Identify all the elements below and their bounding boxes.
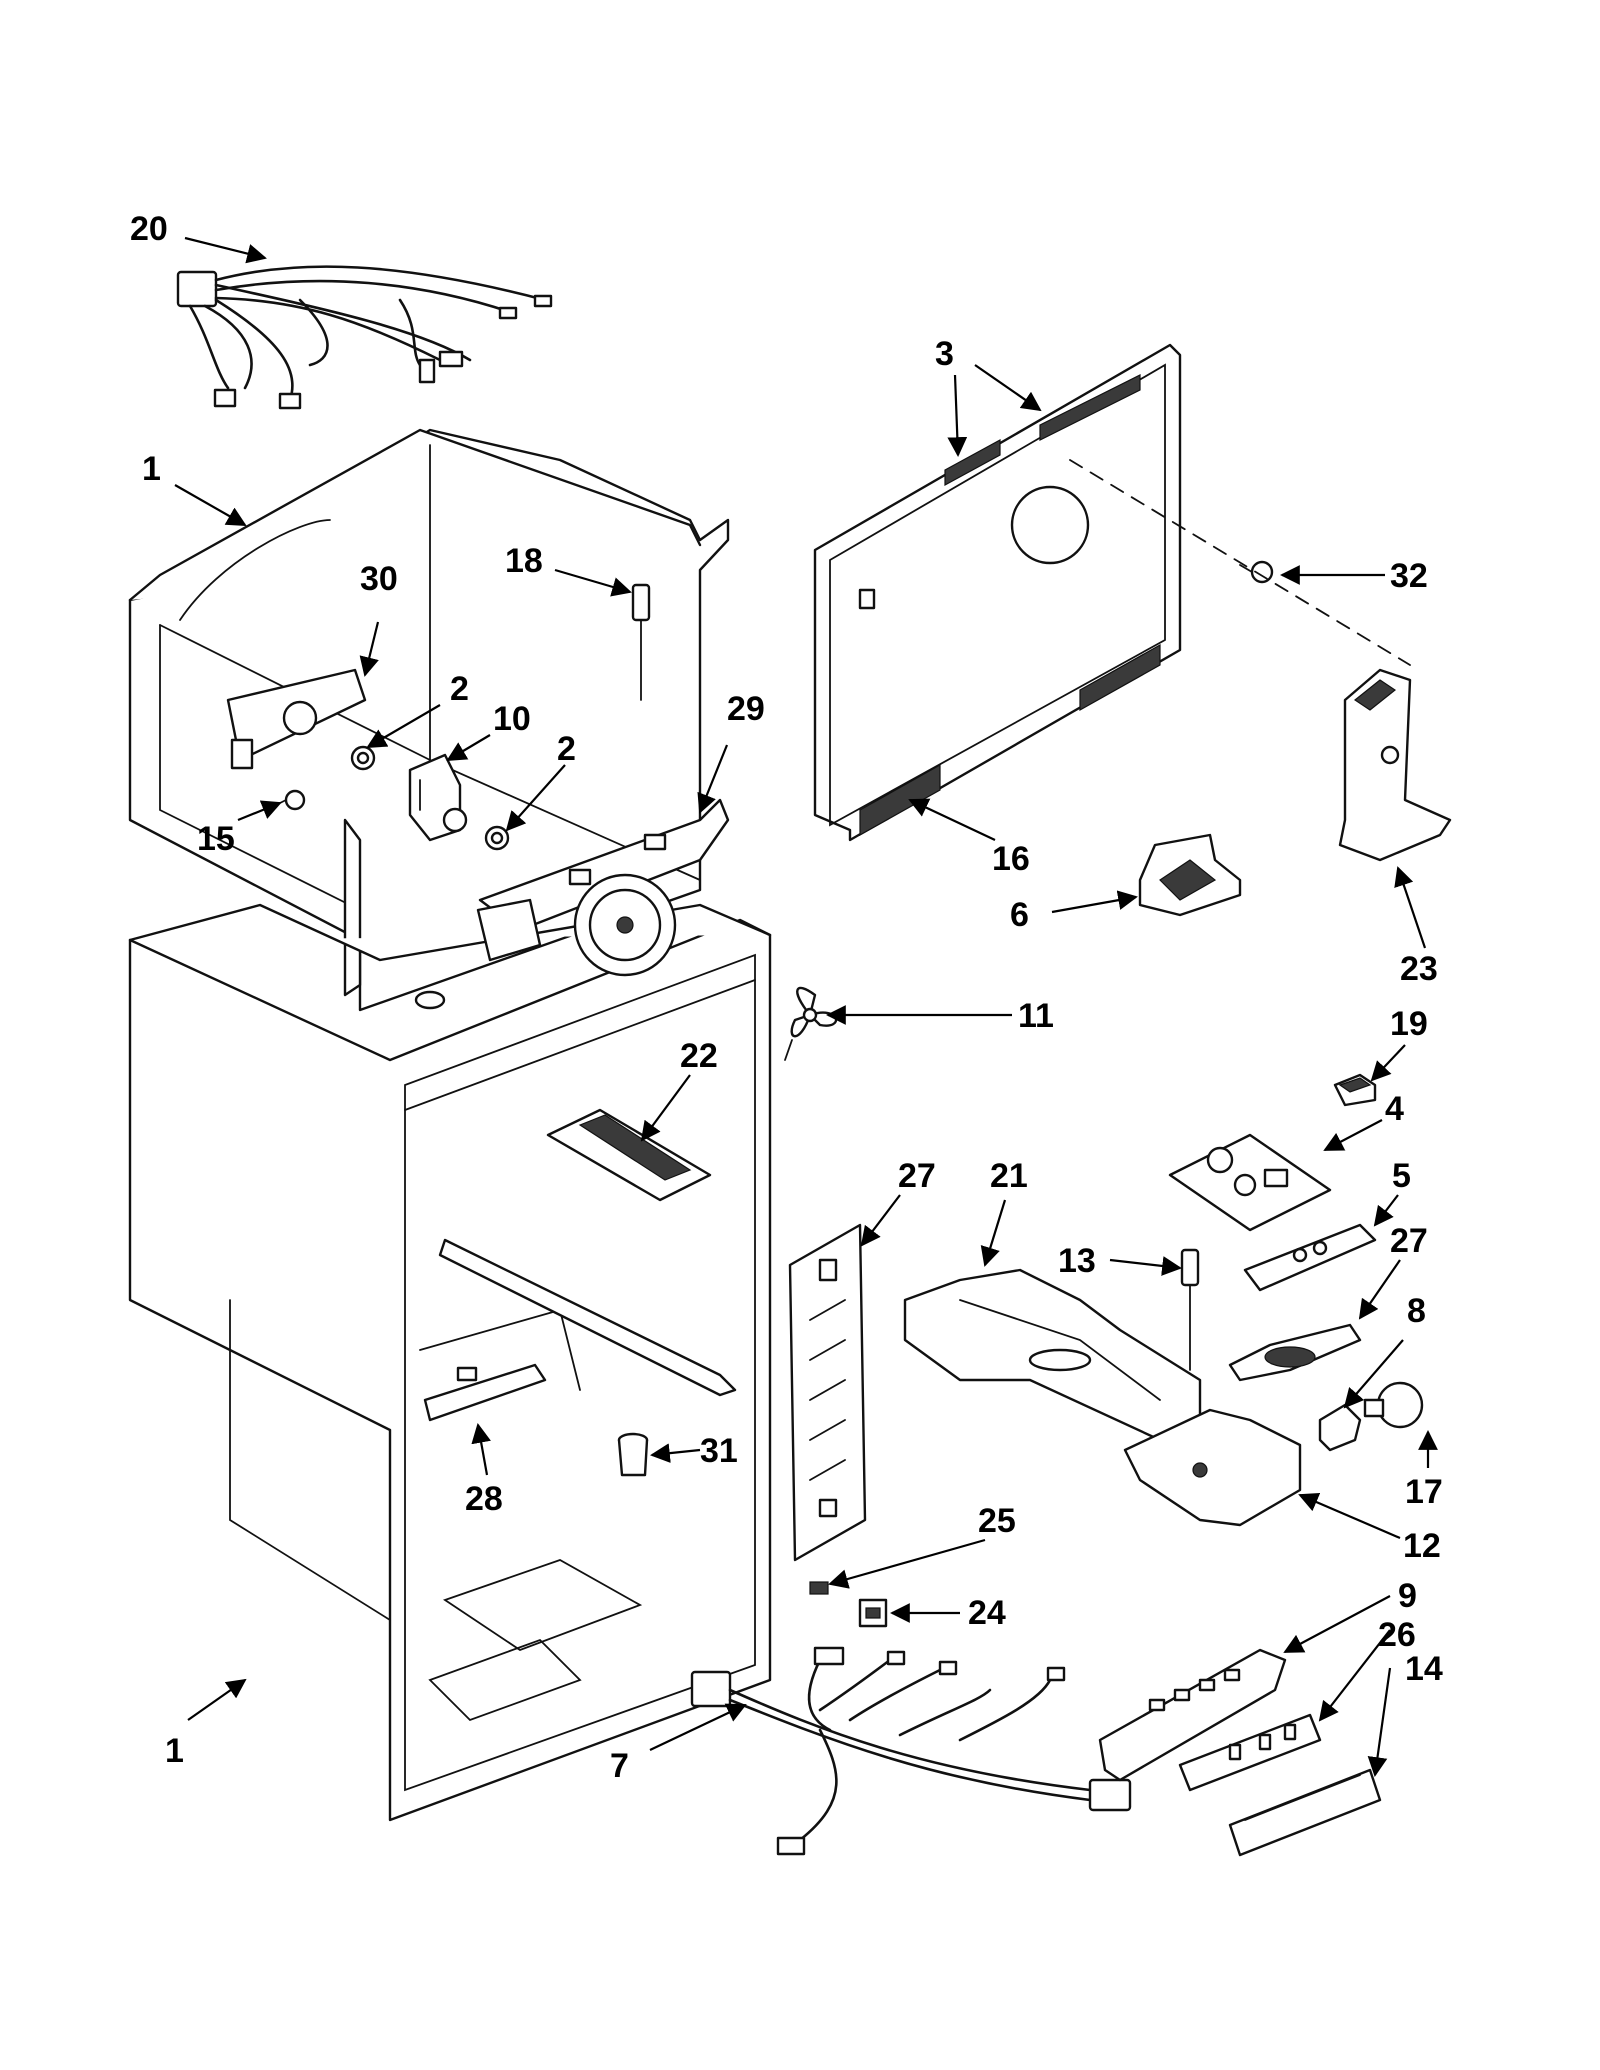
callout-19: 19 xyxy=(1390,1005,1428,1043)
wiring-harness-7 xyxy=(690,1646,1132,1856)
callout-24: 24 xyxy=(968,1594,1006,1632)
evaporator-cover-16 xyxy=(813,343,1182,842)
callout-10: 10 xyxy=(493,700,531,738)
callout-27: 27 xyxy=(1390,1222,1428,1260)
shelf-rail xyxy=(438,1238,737,1397)
callout-1: 1 xyxy=(165,1732,184,1770)
callout-16: 16 xyxy=(992,840,1030,878)
callout-14: 14 xyxy=(1405,1650,1443,1688)
fan-blade-11 xyxy=(784,986,838,1061)
control-board-4 xyxy=(1168,1133,1332,1232)
callout-8: 8 xyxy=(1407,1292,1426,1330)
callout-32: 32 xyxy=(1390,557,1428,595)
callout-2: 2 xyxy=(557,730,576,768)
callout-31: 31 xyxy=(700,1432,738,1470)
callout-25: 25 xyxy=(978,1502,1016,1540)
control-overlay-26 xyxy=(1178,1713,1322,1792)
callout-13: 13 xyxy=(1058,1242,1096,1280)
callout-30: 30 xyxy=(360,560,398,598)
light-socket-8 xyxy=(1318,1403,1362,1452)
callout-6: 6 xyxy=(1010,896,1029,934)
dashed-guide-32 xyxy=(1069,459,1411,666)
control-housing-21 xyxy=(903,1268,1202,1442)
thermostat-knob-2a xyxy=(350,745,376,771)
callout-4: 4 xyxy=(1385,1090,1404,1128)
gasket-3a xyxy=(944,438,1001,487)
gasket-3b xyxy=(1039,374,1141,441)
light-bulb-17 xyxy=(1363,1381,1424,1429)
callout-15: 15 xyxy=(197,820,235,858)
wiring-harness-20 xyxy=(176,265,553,410)
sensor-18 xyxy=(631,583,651,701)
callout-26: 26 xyxy=(1378,1616,1416,1654)
callout-3: 3 xyxy=(935,335,954,373)
callout-17: 17 xyxy=(1405,1473,1443,1511)
thermostat-10 xyxy=(408,753,468,842)
callout-9: 9 xyxy=(1398,1577,1417,1615)
air-duct-23 xyxy=(1338,668,1452,862)
callout-2: 2 xyxy=(450,670,469,708)
callout-labels: 20 3 1 18 30 32 2 10 2 29 15 16 6 23 11 … xyxy=(130,210,1443,1785)
callout-20: 20 xyxy=(130,210,168,248)
sensor-13 xyxy=(1180,1248,1200,1371)
plug-31 xyxy=(617,1432,649,1477)
light-shield-22 xyxy=(546,1108,712,1202)
thermostat-knob-2b xyxy=(484,825,510,851)
control-housing-12 xyxy=(1123,1408,1302,1527)
callout-21: 21 xyxy=(990,1157,1028,1195)
label-24 xyxy=(858,1598,888,1628)
damper-housing-30 xyxy=(226,668,367,770)
connector-25 xyxy=(809,1581,829,1595)
callout-29: 29 xyxy=(727,690,765,728)
callout-7: 7 xyxy=(610,1747,629,1785)
callout-28: 28 xyxy=(465,1480,503,1518)
control-panel-5 xyxy=(1243,1223,1377,1292)
callout-18: 18 xyxy=(505,542,543,580)
callout-22: 22 xyxy=(680,1037,718,1075)
connector-19 xyxy=(1333,1073,1377,1107)
callout-11: 11 xyxy=(1018,997,1054,1035)
callout-1: 1 xyxy=(142,450,161,488)
fan-motor-bracket-29 xyxy=(476,798,730,977)
control-panel-9 xyxy=(1098,1648,1287,1782)
control-cover-14 xyxy=(1228,1768,1382,1857)
callout-27: 27 xyxy=(898,1157,936,1195)
air-duct-6 xyxy=(1138,833,1242,917)
callout-23: 23 xyxy=(1400,950,1438,988)
light-housing-27a xyxy=(788,1223,867,1562)
callout-12: 12 xyxy=(1403,1527,1441,1565)
shelf-support-28 xyxy=(423,1363,547,1422)
light-lens-27b xyxy=(1228,1323,1362,1382)
leader-lines xyxy=(174,236,1438,1777)
screw-32 xyxy=(1239,560,1274,584)
callout-5: 5 xyxy=(1392,1157,1411,1195)
